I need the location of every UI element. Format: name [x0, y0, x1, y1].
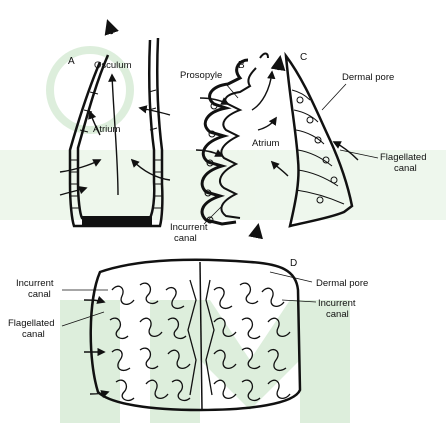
label-incurrent-canal-d-right-2: canal [326, 309, 349, 320]
label-flagellated-canal-d-2: canal [22, 329, 45, 340]
label-flagellated-canal-c-2: canal [394, 163, 417, 174]
label-dermal-pore-c: Dermal pore [342, 72, 394, 83]
label-incurrent-canal-b-2: canal [174, 233, 197, 244]
panel-label-d: D [290, 258, 297, 269]
label-incurrent-canal-d-left-2: canal [28, 289, 51, 300]
label-atrium-b: Atrium [252, 138, 280, 149]
label-flagellated-canal-d-1: Flagellated [8, 318, 54, 329]
label-incurrent-canal-d-right-1: Incurrent [318, 298, 356, 309]
label-incurrent-canal-d-left-1: Incurrent [16, 278, 54, 289]
label-atrium-a: Atrium [93, 124, 121, 135]
label-prosopyle: Prosopyle [180, 70, 222, 81]
panel-label-a: A [68, 56, 75, 67]
panel-label-b: B [238, 60, 245, 71]
label-osculum: Osculum [94, 60, 132, 71]
label-flagellated-canal-c-1: Flagellated [380, 152, 426, 163]
label-dermal-pore-d: Dermal pore [316, 278, 368, 289]
label-incurrent-canal-b-1: Incurrent [170, 222, 208, 233]
panel-label-c: C [300, 52, 307, 63]
